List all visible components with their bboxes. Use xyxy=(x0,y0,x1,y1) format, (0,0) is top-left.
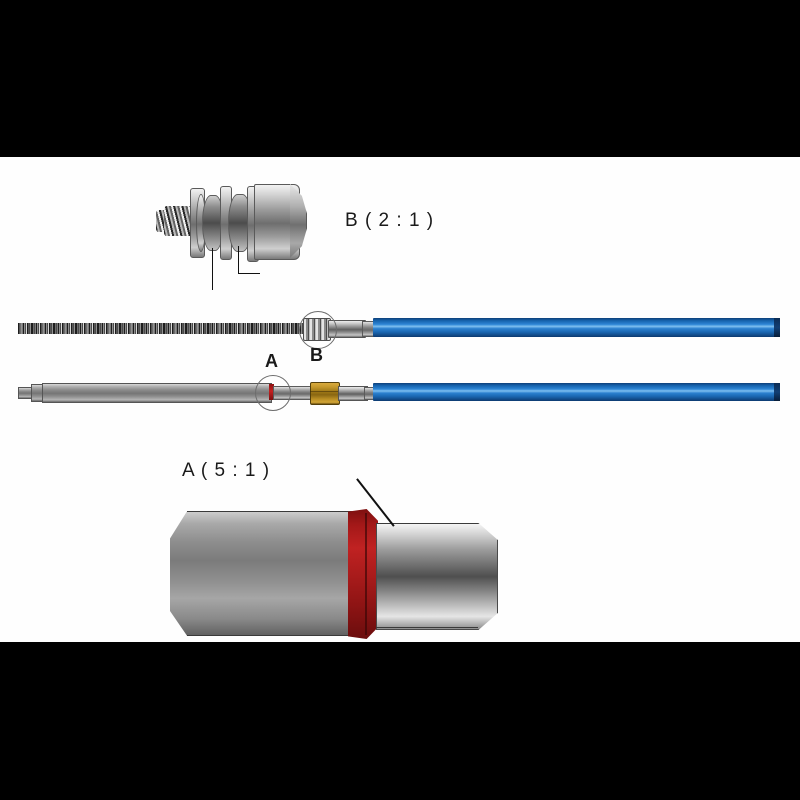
assembly-lower: A xyxy=(0,351,800,425)
cable-jacket-lower xyxy=(373,383,779,401)
coupling-barrel-chamfer xyxy=(290,184,307,258)
detail-b-label: B ( 2 : 1 ) xyxy=(345,210,435,231)
callout-circle-a xyxy=(255,375,291,411)
brass-hex-nut xyxy=(310,382,340,405)
letterbox-bar-top xyxy=(0,0,800,157)
detail-a-shaft-top-edge xyxy=(376,523,478,525)
cable-jacket-upper xyxy=(373,318,779,337)
detail-a-seal-ring-groove xyxy=(365,513,367,635)
detail-a-seal-ring xyxy=(348,509,378,639)
cable-end-cap-lower xyxy=(774,383,780,401)
spring-core-upper xyxy=(18,323,303,334)
control-rod xyxy=(42,383,272,403)
cable-end-cap-upper xyxy=(774,318,780,337)
detail-a-shaft-bottom-edge xyxy=(376,627,478,629)
callout-label-b: B xyxy=(310,345,323,365)
leader-line-b1-vertical xyxy=(212,248,214,290)
detail-a-shaft xyxy=(376,523,498,630)
brass-hex-nut-facet xyxy=(310,391,338,393)
drawing-canvas: B ( 2 : 1 ) B xyxy=(0,157,800,642)
callout-circle-b xyxy=(299,311,337,349)
leader-line-b2-vertical xyxy=(238,246,240,274)
detail-a-body-bottom-edge xyxy=(187,635,360,637)
detail-a-body xyxy=(170,511,361,636)
callout-label-a: A xyxy=(265,351,278,371)
leader-line-b2-horizontal xyxy=(238,273,260,275)
detail-view-a: A ( 5 : 1 ) xyxy=(160,460,560,639)
assembly-upper: B xyxy=(0,311,800,365)
letterbox-bar-bottom xyxy=(0,642,800,800)
detail-a-label: A ( 5 : 1 ) xyxy=(182,460,271,481)
spring-coil-detail-2 xyxy=(164,206,194,236)
detail-a-body-top-edge xyxy=(187,511,360,513)
detail-view-b: B ( 2 : 1 ) xyxy=(150,172,433,290)
